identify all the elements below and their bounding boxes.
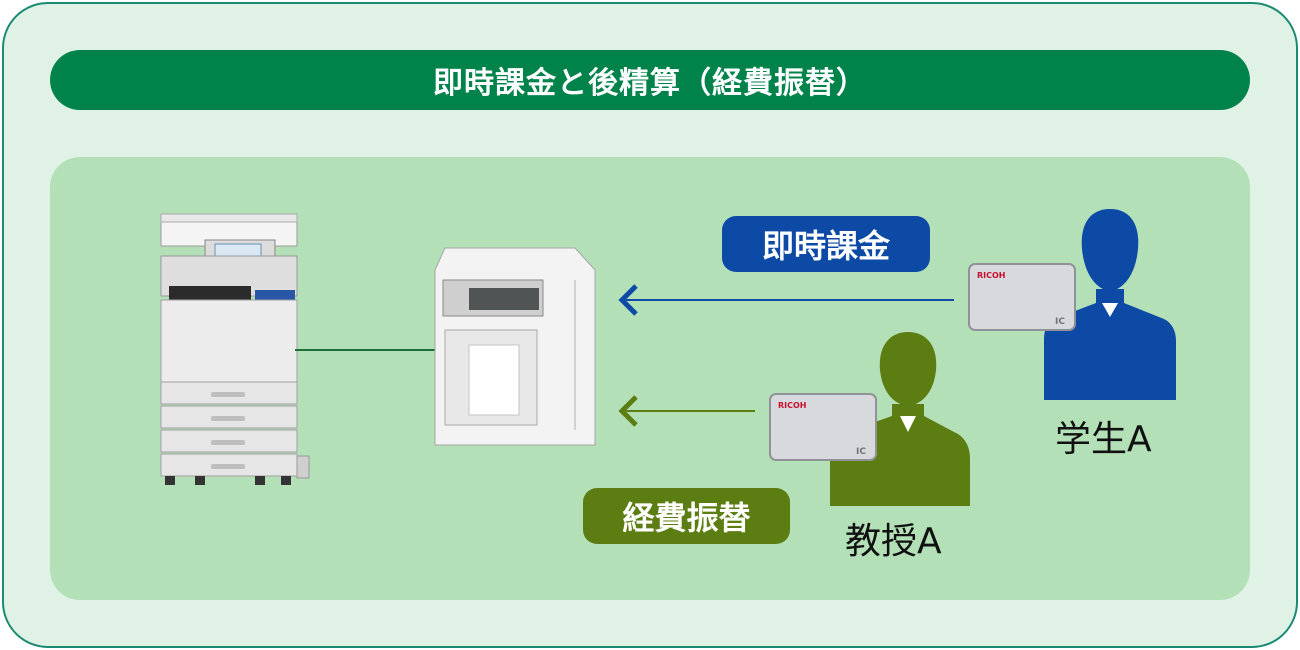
professor-ic-card-icon: RICOH IC bbox=[769, 393, 877, 461]
svg-text:IC: IC bbox=[856, 447, 866, 457]
instant-charge-label: 即時課金 bbox=[722, 216, 930, 272]
expense-transfer-arrow bbox=[618, 395, 755, 427]
title-text: 即時課金と後精算（経費振替） bbox=[433, 66, 867, 101]
instant-charge-arrow bbox=[618, 284, 954, 316]
svg-text:RICOH: RICOH bbox=[977, 271, 1006, 280]
student-silhouette-icon bbox=[1044, 209, 1176, 400]
printer-icon bbox=[160, 213, 310, 485]
student-label: 学生A bbox=[1055, 419, 1152, 460]
connection-line bbox=[295, 349, 435, 351]
title-bar: 即時課金と後精算（経費振替） bbox=[50, 50, 1250, 110]
card-reader-icon bbox=[434, 247, 596, 446]
svg-text:IC: IC bbox=[1055, 317, 1065, 327]
expense-transfer-label: 経費振替 bbox=[583, 488, 790, 544]
student-ic-card-icon: RICOH IC bbox=[968, 263, 1076, 331]
svg-text:RICOH: RICOH bbox=[778, 401, 807, 410]
professor-label: 教授A bbox=[845, 521, 942, 562]
